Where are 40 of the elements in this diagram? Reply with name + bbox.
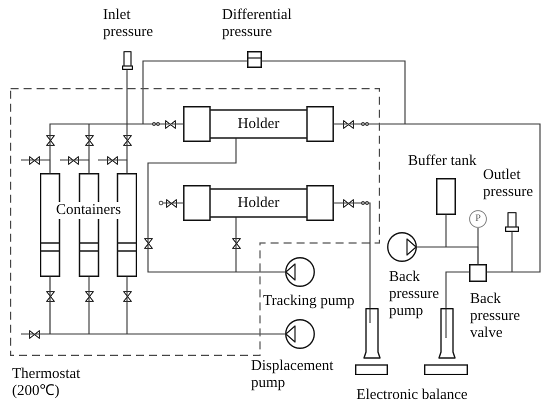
- pipe-line: [158, 200, 183, 206]
- pump-label: Displacement pump: [251, 358, 334, 392]
- pipe-line: [98, 159, 128, 173]
- thermostat-boundary: [10, 88, 380, 356]
- pipe-line: [445, 271, 469, 308]
- pump-label: Back pressure pump: [389, 269, 440, 320]
- sample-holder: [183, 185, 334, 221]
- pipe-line: [126, 277, 285, 335]
- pipe-line: [142, 60, 247, 125]
- gauge-label: Differential pressure: [222, 7, 293, 41]
- pipe-line: [334, 202, 371, 308]
- pump-label: Tracking pump: [263, 293, 356, 310]
- balance-label: Electronic balance: [355, 387, 469, 404]
- pipe-line: [477, 228, 479, 264]
- gauge-label: Inlet pressure: [103, 7, 154, 41]
- buffer-tank: [436, 178, 456, 215]
- valve-label: Back pressure valve: [470, 291, 521, 342]
- balance-drawing: [424, 308, 468, 375]
- pipe-line: [21, 159, 51, 173]
- pump-symbol: [285, 319, 315, 349]
- container-cylinders: [40, 173, 137, 277]
- pipe-line: [235, 217, 285, 273]
- thermostat-label: Thermostat (200℃): [12, 366, 82, 400]
- pump-symbol: [285, 257, 315, 287]
- pressure-dial: [469, 210, 487, 228]
- pipe-line: [262, 60, 406, 125]
- dial-letter: P: [475, 214, 481, 224]
- pressure-gauge: [505, 212, 519, 232]
- pressure-gauge: [122, 51, 133, 70]
- holder-label: Holder: [238, 116, 280, 132]
- holder-label: Holder: [238, 194, 280, 212]
- pipe-line: [487, 232, 513, 273]
- tank-label: Buffer tank: [408, 153, 478, 170]
- pipe-line: [21, 277, 51, 335]
- sample-holder: [183, 106, 334, 142]
- gauge-label: Outlet pressure: [483, 167, 534, 201]
- valve-symbol: [469, 264, 487, 282]
- pump-symbol: [387, 232, 417, 262]
- balance-drawing: [355, 308, 388, 375]
- differential-gauge: [247, 51, 262, 68]
